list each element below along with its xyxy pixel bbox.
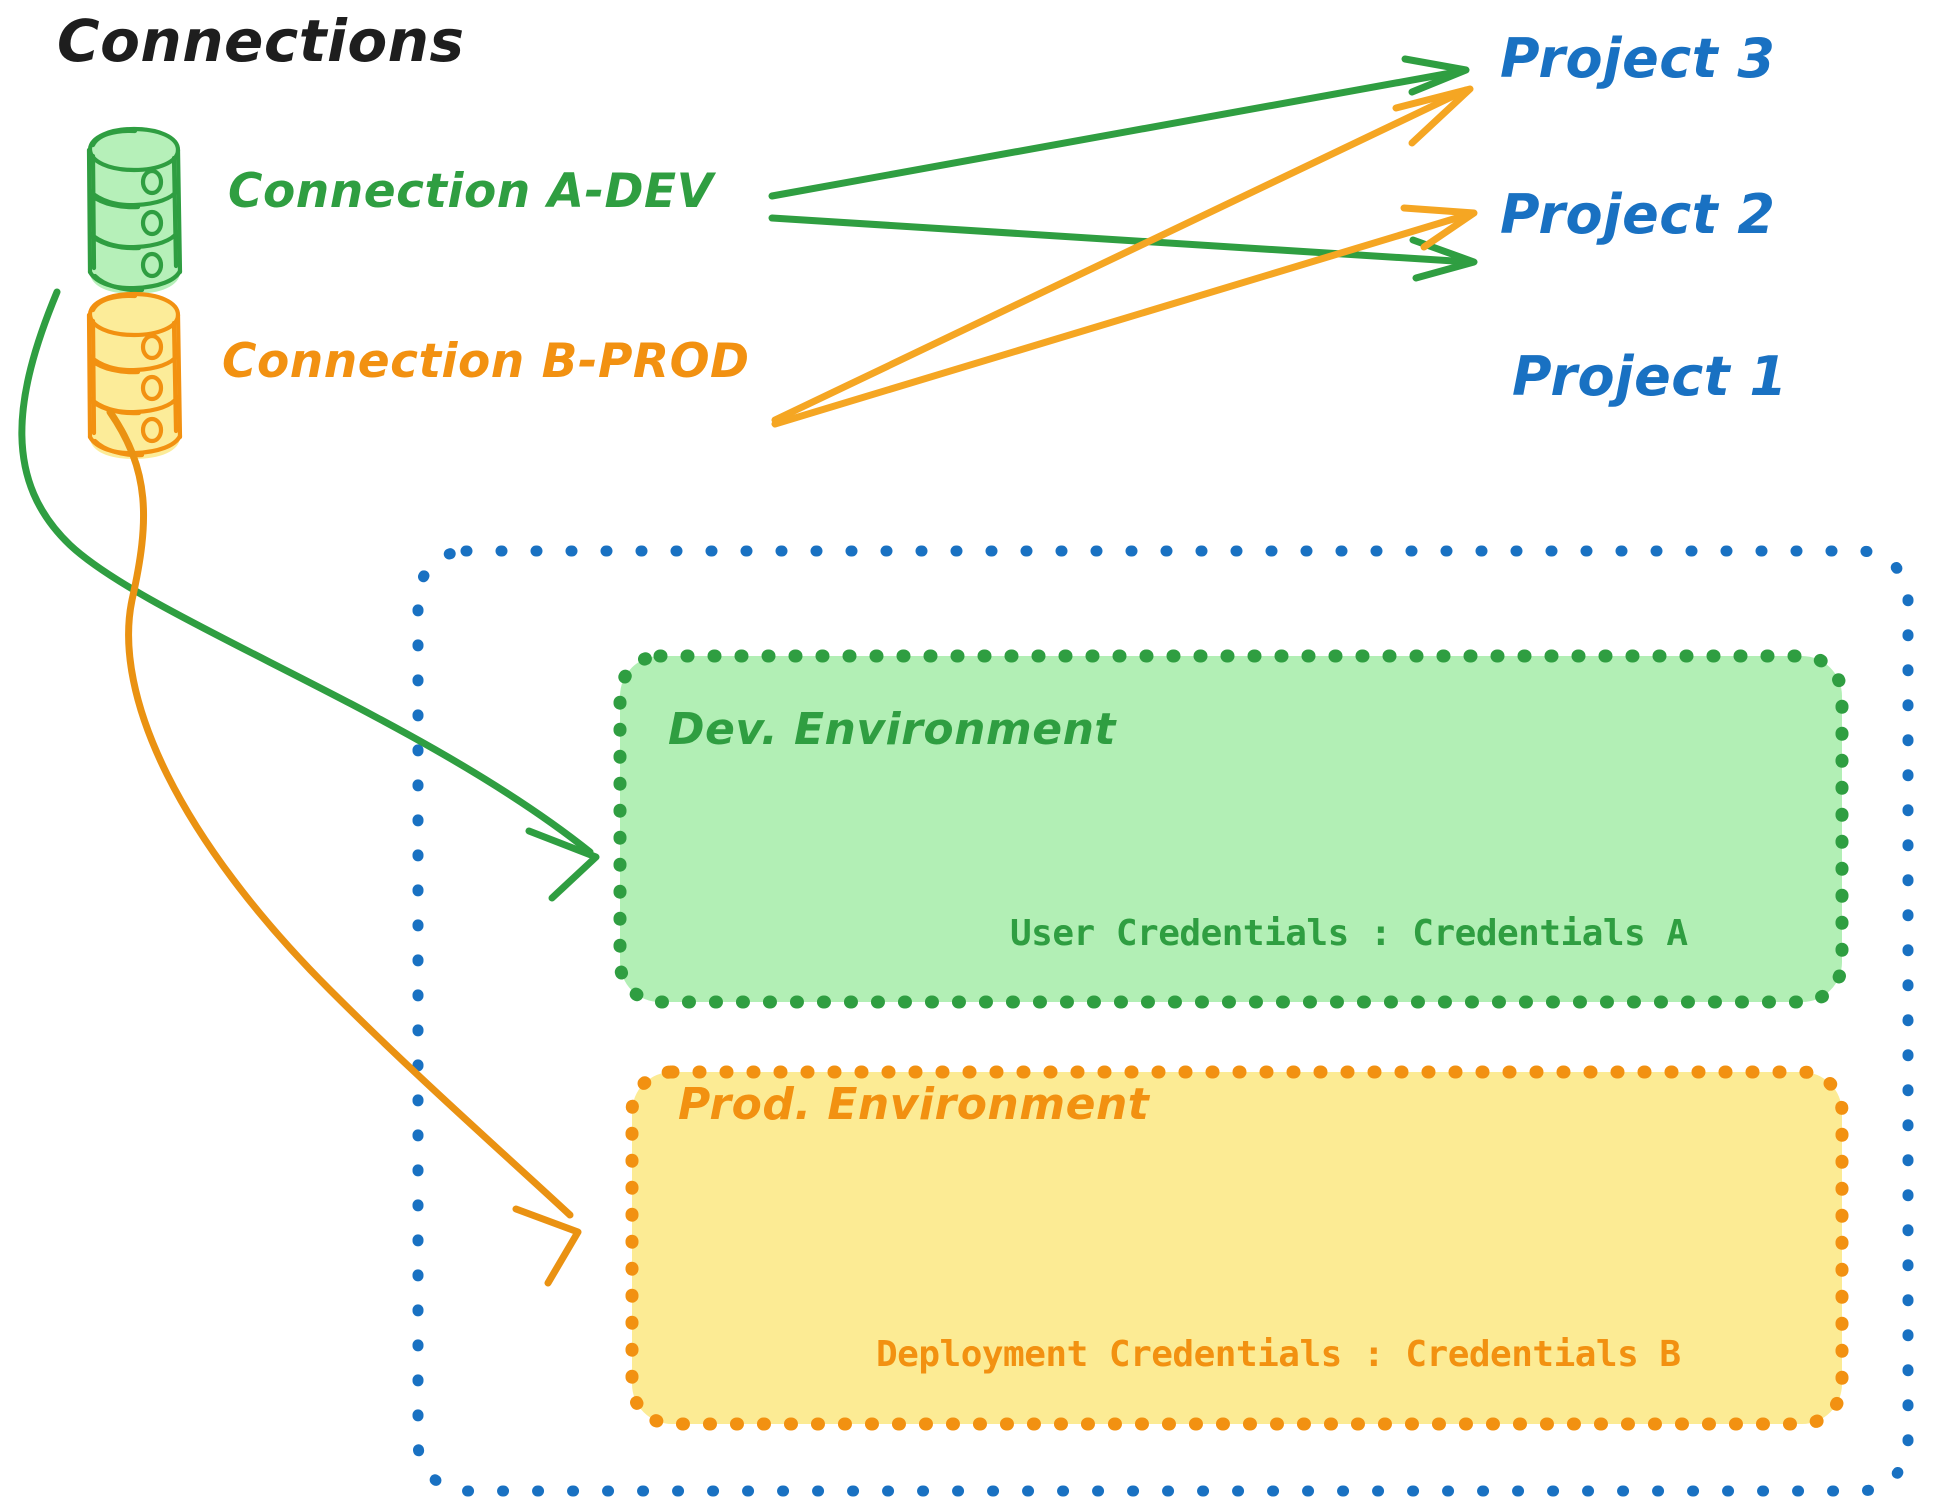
edge-b-prod-to-prod-environment	[106, 408, 582, 1287]
edge-a-dev-to-dev-environment	[18, 288, 600, 902]
green-edges	[18, 55, 1478, 902]
page-title: Connections	[57, 7, 465, 75]
edge-a-dev-to-project-2	[768, 214, 1478, 282]
prod-environment-box[interactable]	[625, 1065, 1849, 1431]
dev-environment-credentials: User Credentials : Credentials A	[1010, 913, 1688, 954]
connection-b-prod-label[interactable]: Connection B-PROD	[222, 334, 750, 389]
project-2-label[interactable]: Project 2	[1500, 183, 1776, 246]
dev-environment-box[interactable]	[613, 649, 1849, 1009]
dev-environment-fill	[620, 656, 1842, 1002]
edge-a-dev-to-project-3	[768, 55, 1470, 200]
database-a-strokes	[86, 126, 183, 293]
project-1-label[interactable]: Project 1	[1512, 345, 1788, 408]
edge-b-prod-to-project-2	[771, 204, 1478, 428]
prod-environment-dotted-border	[625, 1065, 1849, 1431]
prod-environment-fill	[632, 1072, 1842, 1424]
database-b-strokes	[86, 291, 183, 458]
edge-b-prod-to-project-3	[771, 85, 1474, 424]
project-1-container	[412, 545, 1914, 1497]
connection-a-dev-label[interactable]: Connection A-DEV	[228, 164, 714, 219]
database-a-fill	[90, 128, 180, 294]
database-b-fill	[90, 293, 180, 459]
database-icon-a-dev[interactable]	[86, 126, 183, 294]
project-1-dotted-border	[412, 545, 1914, 1497]
prod-environment-credentials: Deployment Credentials : Credentials B	[876, 1334, 1681, 1375]
prod-environment-title: Prod. Environment	[678, 1079, 1150, 1130]
database-icon-b-prod[interactable]	[86, 291, 183, 459]
project-3-label[interactable]: Project 3	[1500, 27, 1776, 90]
dev-environment-dotted-border	[613, 649, 1849, 1009]
orange-edges	[771, 85, 1478, 428]
dev-environment-title: Dev. Environment	[668, 704, 1116, 755]
